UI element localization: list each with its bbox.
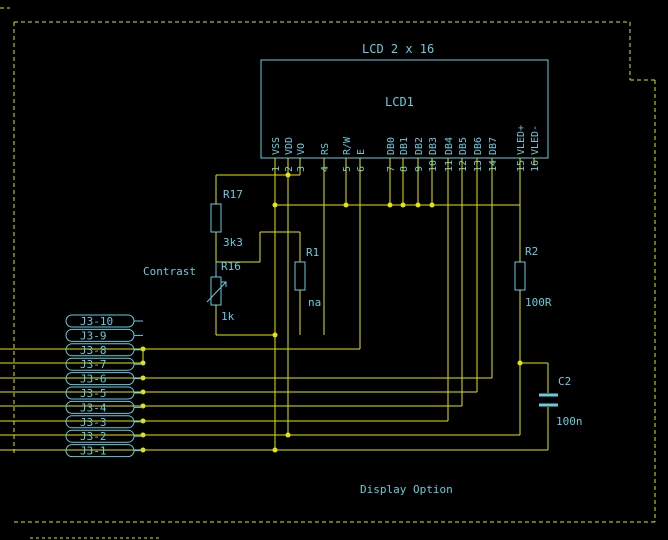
junctions (140, 172, 523, 453)
lcd-pin-13-number: 13 (473, 160, 484, 172)
sheet-border (0, 7, 656, 523)
lcd-pin-5-number: 5 (342, 166, 353, 172)
lcd-pin-16-number: 16 (530, 160, 541, 172)
lcd-pin-16-name: VLED- (530, 125, 541, 155)
lcd-pin-4-number: 4 (320, 166, 331, 172)
r16-ref: R16 (221, 260, 241, 273)
lcd-pin-5-name: R/W (342, 136, 353, 155)
display-option-label: Display Option (360, 483, 453, 496)
resistor-r2[interactable]: R2 100R (514, 245, 552, 309)
lcd-pin-13-name: DB6 (473, 137, 484, 155)
c2-ref: C2 (558, 375, 571, 388)
r1-ref: R1 (306, 246, 319, 259)
lcd-pin-9-name: DB2 (414, 137, 425, 155)
lcd-pin-15-number: 15 (516, 160, 527, 172)
connector-j3[interactable]: J3-10J3-9J3-8J3-7J3-6J3-5J3-4J3-3J3-2J3-… (65, 314, 143, 458)
lcd-pins: VSS 1 VDD 2 VO 3 RS 4 R/W 5 E 6 DB0 7 DB1 8 DB2 9 DB3 10 DB4… (271, 125, 541, 172)
lcd-pin-3-number: 3 (296, 166, 307, 172)
connector-pin-label: J3-9 (80, 329, 107, 342)
lcd-pin-6-number: 6 (356, 166, 367, 172)
lcd-pin-11-number: 11 (444, 160, 455, 172)
lcd-pin-14-number: 14 (488, 160, 499, 172)
lcd-pin-4-name: RS (320, 143, 331, 155)
r16-value: 1k (221, 310, 235, 323)
lcd-component[interactable]: LCD 2 x 16 LCD1 VSS 1 VDD 2 VO 3 RS 4 R/W 5 E 6 DB0 7… (260, 42, 549, 172)
lcd-pin-2-number: 2 (284, 166, 295, 172)
r17-value: 3k3 (223, 236, 243, 249)
lcd-pin-2-name: VDD (284, 137, 295, 155)
r2-ref: R2 (525, 245, 538, 258)
potentiometer-r16[interactable]: R16 Contrast 1k (143, 260, 241, 323)
lcd-pin-8-number: 8 (399, 166, 410, 172)
connector-pin-label: J3-1 (80, 445, 107, 458)
connector-pin-label: J3-10 (80, 315, 113, 328)
connector-pin-label: J3-3 (80, 416, 107, 429)
connector-pin-label: J3-8 (80, 344, 107, 357)
c2-value: 100n (556, 415, 583, 428)
r16-label: Contrast (143, 265, 196, 278)
r17-ref: R17 (223, 188, 243, 201)
lcd-pin-3-name: VO (296, 143, 307, 155)
lcd-pin-8-name: DB1 (399, 137, 410, 155)
resistor-r1[interactable]: R1 na (294, 246, 321, 309)
lcd-ref: LCD1 (385, 95, 414, 109)
lcd-pin-10-number: 10 (428, 160, 439, 172)
r2-value: 100R (525, 296, 552, 309)
connector-pin-label: J3-4 (80, 401, 107, 414)
lcd-pin-6-name: E (356, 149, 367, 155)
lcd-pin-11-name: DB4 (444, 137, 455, 155)
connector-pin-label: J3-2 (80, 430, 107, 443)
lcd-pin-12-name: DB5 (458, 137, 469, 155)
capacitor-c2[interactable]: C2 100n (539, 375, 583, 428)
connector-pin-label: J3-6 (80, 373, 107, 386)
lcd-pin-7-number: 7 (386, 166, 397, 172)
lcd-pin-15-name: VLED+ (516, 125, 527, 155)
r1-value: na (308, 296, 321, 309)
lcd-pin-1-number: 1 (271, 166, 282, 172)
lcd-pin-12-number: 12 (458, 160, 469, 172)
connector-pin-label: J3-5 (80, 387, 107, 400)
lcd-pin-14-name: DB7 (488, 137, 499, 155)
lcd-pin-1-name: VSS (271, 137, 282, 155)
lcd-pin-7-name: DB0 (386, 137, 397, 155)
lcd-pin-9-number: 9 (414, 166, 425, 172)
lcd-title: LCD 2 x 16 (362, 42, 434, 56)
resistor-r17[interactable]: R17 3k3 (210, 188, 243, 249)
connector-pin-label: J3-7 (80, 358, 107, 371)
lcd-pin-10-name: DB3 (428, 137, 439, 155)
